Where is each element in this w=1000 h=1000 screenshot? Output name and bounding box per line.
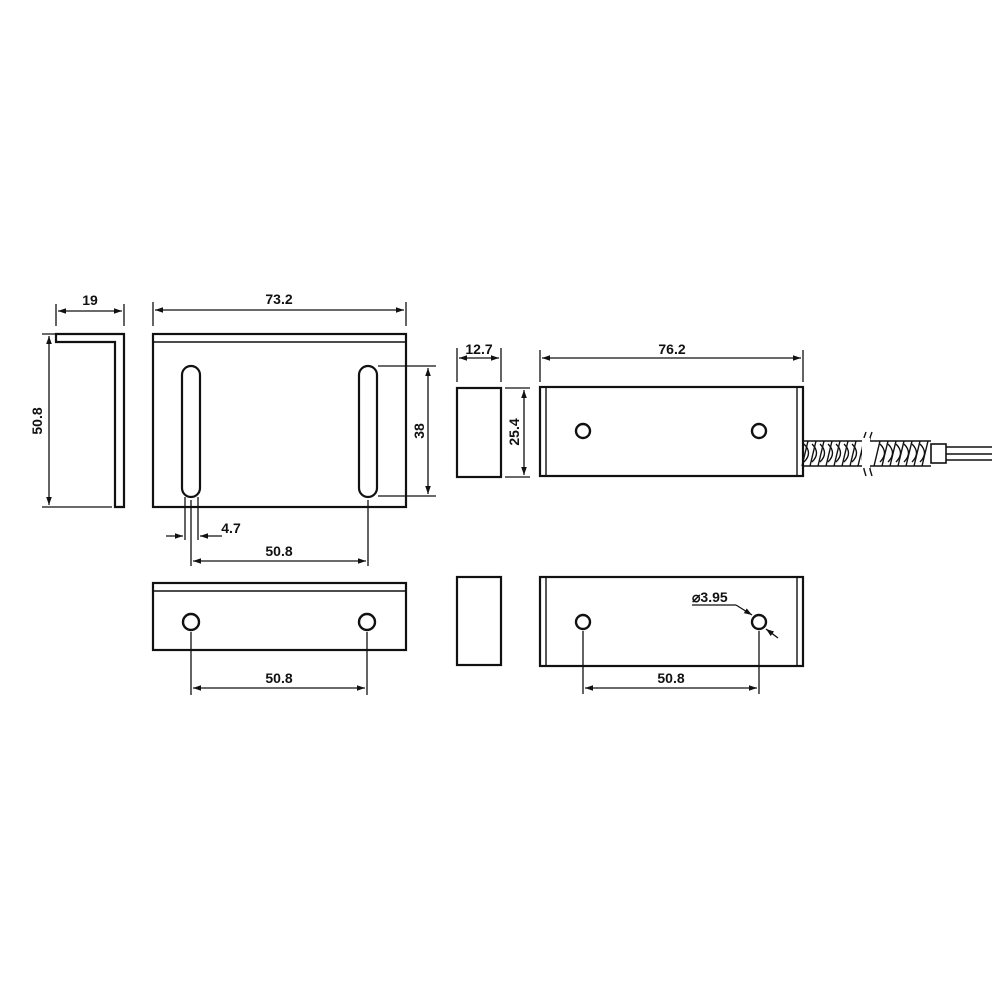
switch-front-view: 76.2	[538, 341, 992, 478]
bracket-bottom-view: 50.8	[151, 581, 408, 695]
dim-bracket-width: 19	[82, 292, 98, 308]
magnet-bottom-view	[455, 575, 503, 667]
dim-magnet-width: 12.7	[465, 341, 492, 357]
dim-bracket-height: 50.8	[29, 407, 45, 434]
left-mounting-hole	[181, 612, 201, 632]
dim-bottom-hole-spacing-right: 50.8	[657, 670, 684, 686]
armored-cable	[801, 431, 992, 477]
switch-front-right-hole	[750, 422, 768, 440]
magnet-front-view: 12.7 25.4	[455, 341, 530, 479]
dim-switch-length: 76.2	[658, 341, 685, 357]
bracket-side-view: 19 50.8	[29, 292, 126, 509]
dim-slot-width: 4.7	[221, 520, 241, 536]
right-slot	[357, 364, 379, 499]
switch-bottom-left-hole	[574, 613, 592, 631]
left-slot	[180, 364, 202, 499]
switch-bottom-view: ⌀3.95 50.8	[538, 575, 805, 694]
dim-hole-diameter: ⌀3.95	[692, 589, 728, 605]
switch-front-left-hole	[574, 422, 592, 440]
right-mounting-hole	[357, 612, 377, 632]
dim-plate-width: 73.2	[265, 291, 292, 307]
dim-slot-height: 38	[411, 423, 427, 439]
dim-bottom-hole-spacing-left: 50.8	[265, 670, 292, 686]
dim-slot-spacing: 50.8	[265, 543, 292, 559]
dim-magnet-height: 25.4	[506, 418, 522, 445]
bracket-front-view: 73.2 38 4.7 50.8	[151, 291, 436, 566]
switch-bottom-right-hole	[750, 613, 768, 631]
